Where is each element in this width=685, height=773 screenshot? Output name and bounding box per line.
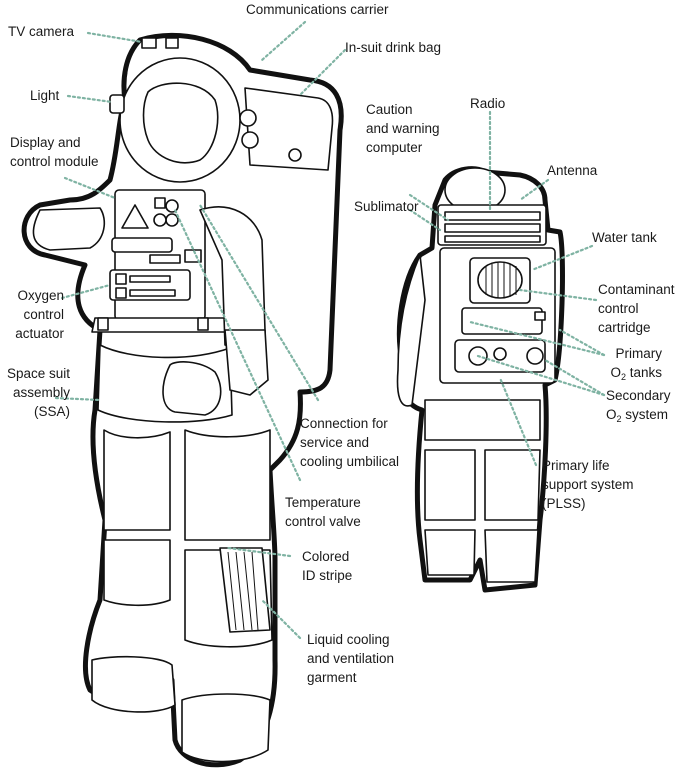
label-antenna: Antenna [547,161,597,180]
back-suit-outline [398,168,563,590]
label-contaminant-control-cartridge: Contaminant control cartridge [598,280,675,337]
label-light: Light [30,86,59,105]
label-primary-o2-tanks: Primary O2 tanks [600,344,662,382]
label-connection-cooling-umbilical: Connection for service and cooling umbil… [300,414,399,471]
label-radio: Radio [470,94,505,113]
label-oxygen-control-actuator: Oxygen control actuator [6,286,64,343]
label-caution-warning-computer: Caution and warning computer [366,100,440,157]
label-in-suit-drink-bag: In-suit drink bag [345,38,441,57]
label-liquid-cooling-garment: Liquid cooling and ventilation garment [307,630,394,687]
label-temperature-control-valve: Temperature control valve [285,493,361,531]
label-sublimator: Sublimator [354,197,419,216]
label-display-control-module: Display and control module [10,133,99,171]
label-plss: Primary life support system (PLSS) [542,456,634,513]
label-tv-camera: TV camera [8,22,74,41]
label-space-suit-assembly: Space suit assembly (SSA) [0,364,70,421]
label-secondary-o2-system: Secondary O2 system [606,386,671,424]
label-communications-carrier: Communications carrier [246,0,389,19]
label-water-tank: Water tank [592,228,657,247]
label-colored-id-stripe: Colored ID stripe [302,547,352,585]
